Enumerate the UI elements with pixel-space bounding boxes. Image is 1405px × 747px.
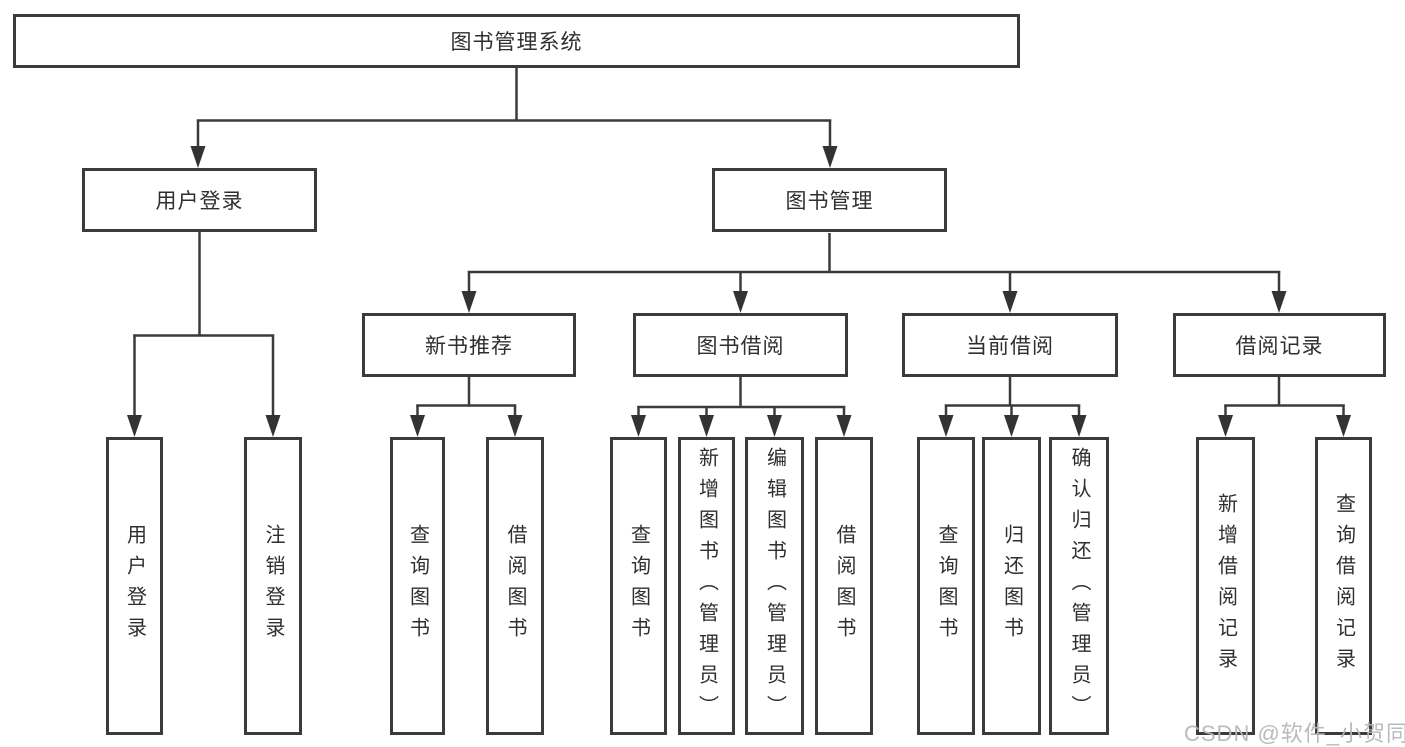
leaf-user-login: 用户登录 — [106, 437, 163, 735]
leaf-recommend-borrow-books: 借阅图书 — [486, 437, 544, 735]
connector-current-borrow-to-leaves — [938, 377, 1087, 437]
leaf-records-add-record: 新增借阅记录 — [1196, 437, 1255, 735]
node-new-book-recommend: 新书推荐 — [362, 313, 576, 377]
connector-book-borrow-to-leaves — [631, 377, 852, 437]
leaf-borrow-borrow-books: 借阅图书 — [815, 437, 873, 735]
leaf-current-return-books: 归还图书 — [982, 437, 1041, 735]
connector-user-login-to-leaves — [127, 232, 281, 437]
node-current-borrow: 当前借阅 — [902, 313, 1118, 377]
node-book-management: 图书管理 — [712, 168, 947, 232]
csdn-watermark: CSDN @软件_小贺同学 — [1184, 721, 1405, 746]
leaf-logout: 注销登录 — [244, 437, 302, 735]
leaf-recommend-query-books: 查询图书 — [390, 437, 445, 735]
leaf-current-confirm-return-admin: 确认归还（管理员） — [1049, 437, 1109, 735]
connector-book-mgmt-to-level3 — [461, 233, 1287, 313]
node-book-borrow: 图书借阅 — [633, 313, 848, 377]
node-user-login: 用户登录 — [82, 168, 317, 232]
leaf-borrow-add-books-admin: 新增图书（管理员） — [678, 437, 735, 735]
node-root-library-system: 图书管理系统 — [13, 14, 1020, 68]
leaf-current-query-books: 查询图书 — [917, 437, 975, 735]
node-borrow-records: 借阅记录 — [1173, 313, 1386, 377]
connector-new-book-to-leaves — [410, 377, 523, 437]
connector-root-to-level2 — [190, 68, 838, 168]
connector-borrow-records-to-leaves — [1218, 377, 1351, 437]
leaf-borrow-edit-books-admin: 编辑图书（管理员） — [745, 437, 804, 735]
leaf-records-query-record: 查询借阅记录 — [1315, 437, 1372, 735]
leaf-borrow-query-books: 查询图书 — [610, 437, 667, 735]
